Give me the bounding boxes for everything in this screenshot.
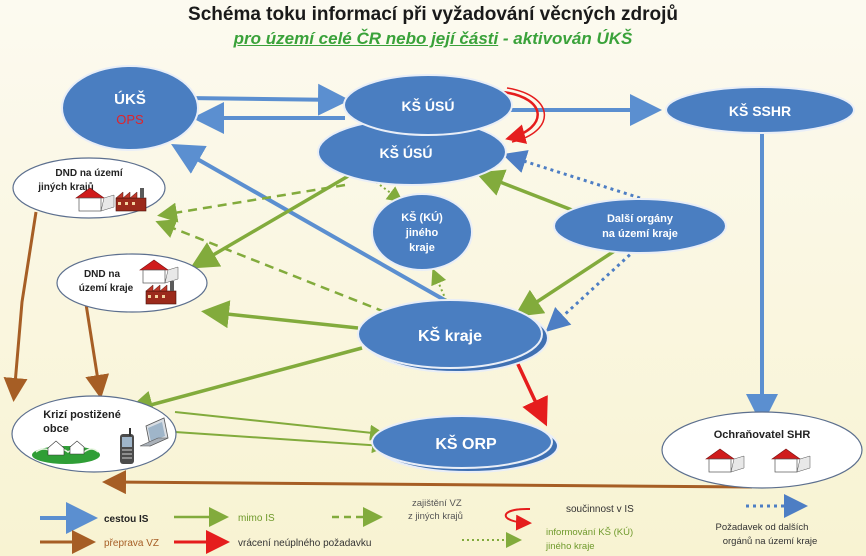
arrow-ksusu-to-ksku-dotted — [359, 169, 404, 203]
arrow-dndkraje-to-obce — [84, 303, 110, 399]
node-ochranovatel-shr: Ochraňovatel SHR — [661, 411, 863, 489]
node-ks-ku-line3: kraje — [409, 242, 435, 254]
node-uks: ÚKŠ OPS — [61, 65, 199, 151]
node-ks-orp-label: KŠ ORP — [435, 434, 497, 453]
arrow-ochranovatel-to-obce — [102, 470, 753, 495]
node-ks-usu-front: KŠ ÚSÚ — [343, 74, 513, 136]
subtitle-separator: - — [498, 29, 514, 48]
arrow-kskraje-to-ksorp-red — [514, 359, 548, 427]
node-dalsi-line2: na území kraje — [602, 228, 678, 240]
node-uks-sublabel: OPS — [116, 112, 144, 127]
legend-cestou-is: cestou IS — [104, 514, 149, 525]
node-ks-sshr-label: KŠ SSHR — [729, 102, 791, 119]
arrow-ksusu-to-dndjinych — [157, 183, 346, 223]
node-ks-usu-label: KŠ ÚSÚ — [380, 144, 433, 161]
laptop-icon — [139, 417, 169, 447]
legend-informovani-line1: informování KŠ (KÚ) — [546, 527, 633, 538]
node-ochranovatel-label: Ochraňovatel SHR — [714, 429, 811, 441]
node-dnd-jinych-kraju: DND na území jiných krajů — [12, 157, 166, 219]
node-ks-ku-jineho-kraje: KŠ (KÚ) jiného kraje — [371, 193, 473, 271]
node-ks-sshr: KŠ SSHR — [665, 86, 855, 134]
legend-preprava: přeprava VZ — [104, 538, 159, 549]
node-obce-line1: Krizí postižené — [43, 409, 121, 421]
legend-pozadavek-line1: Požadavek od dalších — [716, 522, 809, 533]
arrow-kskraje-to-dndkraje — [201, 300, 359, 330]
legend-zajisteni-line2: z jiných krajů — [408, 511, 463, 522]
arrow-dalsi-to-kskraje-green — [514, 244, 623, 317]
arrow-kskraje-to-uks — [171, 144, 449, 304]
legend-mimo-is: mimo IS — [238, 513, 275, 524]
legend-pozadavek-line2: orgánů na území kraje — [723, 536, 818, 547]
node-dnd-jinych-line1: DND na území — [55, 168, 123, 179]
node-krizi-obce: Krizí postižené obce — [11, 395, 177, 473]
arrow-obce-to-ksorp-b — [174, 431, 388, 454]
node-dnd-jinych-line2: jiných krajů — [37, 181, 94, 193]
node-ks-kraje: KŠ kraje — [357, 299, 549, 373]
subtitle-main: pro území celé ČR nebo její části — [233, 29, 499, 48]
legend-vraceni: vrácení neúplného požadavku — [238, 538, 371, 549]
node-ks-ku-line2: jiného — [405, 227, 439, 239]
arrow-soucinnost-loop-outline — [506, 87, 546, 143]
node-dalsi-line1: Další orgány — [607, 213, 674, 225]
legend: cestou IS přeprava VZ mimo IS vrácení ne… — [40, 494, 818, 554]
arrow-dalsi-to-ksusu-green — [475, 169, 573, 212]
legend-red-loop-arrow — [504, 507, 532, 531]
arrow-obce-to-ksorp-a — [174, 411, 386, 441]
node-dnd-kraje-line2: území kraje — [79, 283, 134, 294]
flooded-area-icon — [32, 440, 100, 464]
arrow-dalsi-to-ksusu-dotted — [502, 150, 641, 200]
arrow-uks-to-ksusu — [186, 83, 350, 116]
node-ks-ku-line1: KŠ (KÚ) — [401, 211, 443, 224]
arrow-dalsi-to-kskraje-dotted — [545, 248, 637, 333]
page-title: Schéma toku informací při vyžadování věc… — [188, 4, 678, 25]
node-dalsi-organy: Další orgány na území kraje — [553, 198, 727, 254]
legend-informovani-line2: jiného kraje — [545, 541, 595, 552]
phone-icon — [120, 428, 134, 464]
page-subtitle: pro území celé ČR nebo její části - akti… — [0, 29, 866, 49]
arrow-kskraje-to-obce — [125, 346, 363, 419]
node-dnd-uzemi-kraje: DND na území kraje — [56, 253, 208, 313]
node-uks-label: ÚKŠ — [114, 90, 146, 108]
arrow-ksusu-to-dndkraje — [189, 173, 351, 269]
node-ks-usu-back: KŠ ÚSÚ — [317, 118, 507, 186]
legend-zajisteni-line1: zajištění VZ — [412, 498, 462, 509]
node-ks-kraje-label: KŠ kraje — [418, 326, 482, 345]
node-ks-usu-top-label: KŠ ÚSÚ — [402, 97, 455, 114]
arrow-soucinnost-loop — [502, 90, 539, 144]
node-dnd-kraje-line1: DND na — [84, 269, 121, 280]
legend-soucinnost: součinnost v IS — [566, 504, 634, 515]
arrow-kskraje-to-dndjinych — [155, 219, 386, 314]
arrow-dndjinych-to-obce — [3, 211, 38, 402]
node-obce-line2: obce — [43, 423, 69, 435]
node-ks-orp: KŠ ORP — [371, 415, 559, 473]
subtitle-tail: aktivován ÚKŠ — [513, 29, 633, 48]
